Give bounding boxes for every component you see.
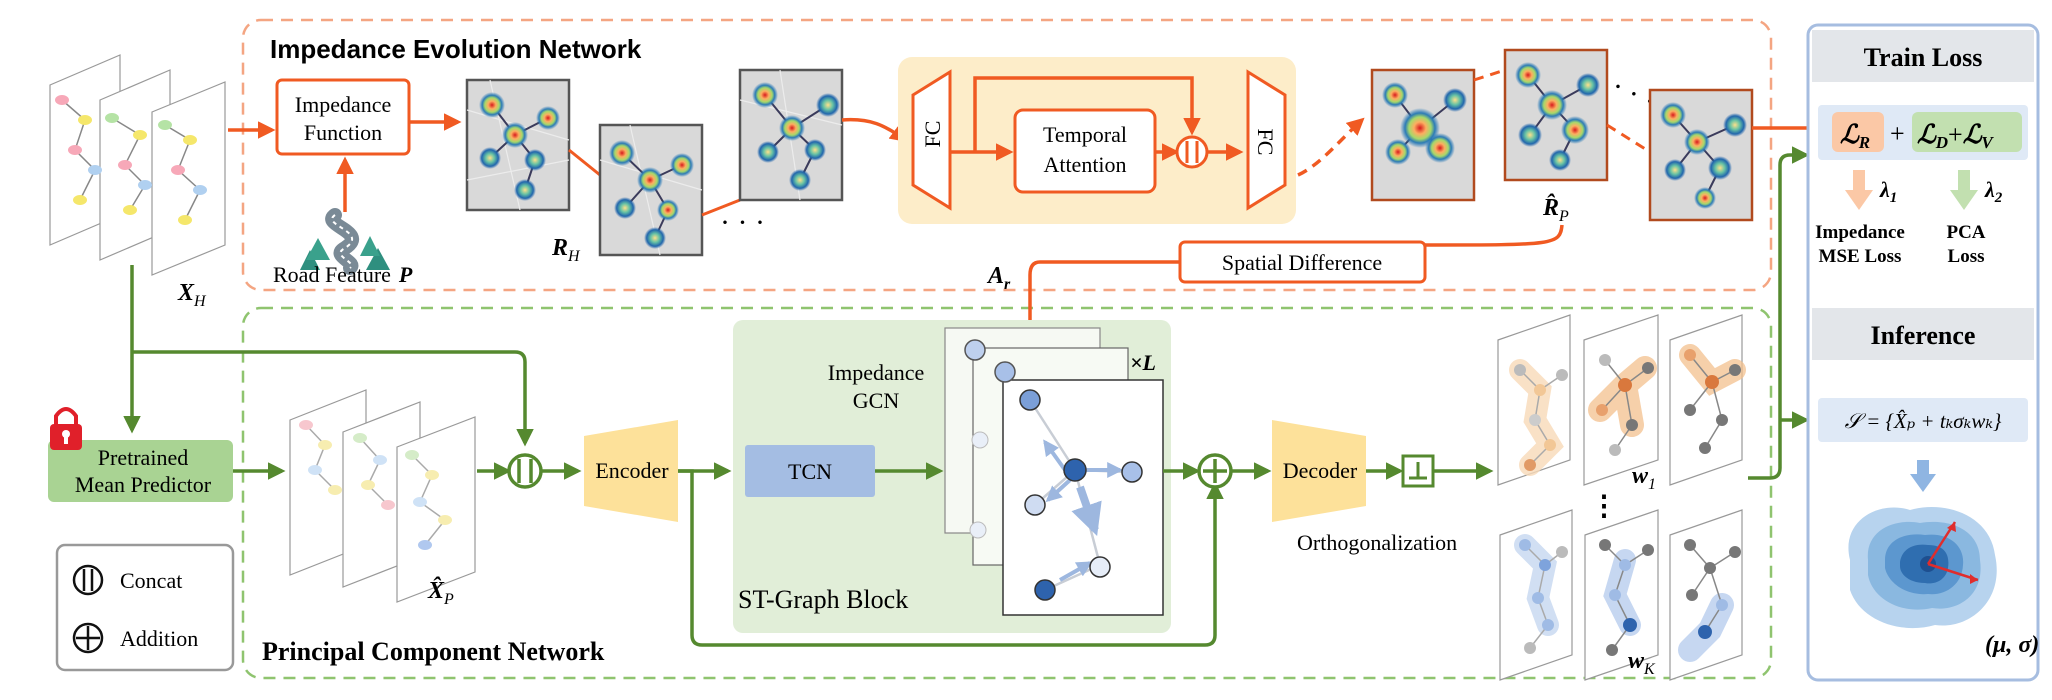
loss-plus: + <box>1890 119 1905 148</box>
temporal-attention-block: Temporal Attention <box>1013 108 1157 194</box>
fc-left-block: FC <box>911 69 952 211</box>
svg-text:TCN: TCN <box>788 459 832 484</box>
svg-text:Mean Predictor: Mean Predictor <box>75 472 212 497</box>
pca-loss-label: PCA <box>1946 222 1985 243</box>
st-block-label: ST-Graph Block <box>738 585 908 614</box>
arrow-encoder-residual <box>678 469 1224 647</box>
encoder-block: Encoder <box>584 420 678 522</box>
gcn-label: Impedance <box>828 360 925 385</box>
train-loss-title: Train Loss <box>1864 43 1983 72</box>
times-l-label: ×L <box>1130 350 1156 375</box>
input-graph-stack <box>49 54 226 276</box>
components-ellipsis: ⋮ <box>1590 491 1618 522</box>
pca-loss-label-2: Loss <box>1948 246 1985 267</box>
svg-text:ℒD+ℒV: ℒD+ℒV <box>1917 120 1994 152</box>
w1-label: w1 <box>1632 463 1656 493</box>
legend-concat-icon <box>72 564 104 596</box>
lambda2-arrow <box>1950 170 1978 210</box>
loss-r-term: ℒR <box>1832 112 1884 152</box>
heatmap-rh-3 <box>738 68 844 202</box>
legend-concat-label: Concat <box>120 568 182 593</box>
heatmap-rp-2 <box>1503 48 1609 182</box>
gcn-label-2: GCN <box>853 388 900 413</box>
component-wk-panels <box>1499 509 1743 681</box>
addition-operator <box>1197 453 1233 489</box>
impedance-loss-label: Impedance <box>1815 222 1905 243</box>
inference-header <box>1812 308 2034 360</box>
arrow-spatial-difference <box>1030 224 1564 345</box>
x-p-label: X̂P <box>427 577 454 608</box>
lock-icon <box>50 407 82 450</box>
inference-formula-bg <box>1818 398 2028 442</box>
svg-text:FC: FC <box>920 121 945 148</box>
mu-sigma-label: (μ, σ) <box>1985 632 2039 658</box>
fc-right-block: FC <box>1246 69 1287 211</box>
svg-text:Encoder: Encoder <box>595 458 669 483</box>
link-rp-2-3 <box>1606 123 1651 154</box>
decoder-block: Decoder <box>1272 420 1366 522</box>
lambda1-arrow <box>1845 170 1873 210</box>
arrow-fc-to-prediction <box>1297 117 1365 177</box>
xp-graph-stack <box>289 389 476 603</box>
heatmap-rh-2 <box>598 123 704 257</box>
impedance-loss-label-2: MSE Loss <box>1819 246 1902 267</box>
svg-text:Spatial Difference: Spatial Difference <box>1222 250 1382 275</box>
concat-operator-bottom <box>507 453 543 489</box>
heatmap-rp-1 <box>1370 68 1476 202</box>
svg-text:Pretrained: Pretrained <box>98 445 188 470</box>
tcn-block: TCN <box>745 445 875 497</box>
train-loss-header <box>1812 30 2034 82</box>
loss-dv-term: ℒD+ℒV <box>1912 112 2022 152</box>
spatial-difference-block: Spatial Difference <box>1178 240 1427 284</box>
lambda1-label: λ1 <box>1879 177 1897 206</box>
principal-network-title: Principal Component Network <box>262 637 605 666</box>
component-w1-panels <box>1497 314 1746 486</box>
legend-addition-label: Addition <box>120 626 198 651</box>
arrow-rh-to-fc <box>841 117 908 143</box>
orthogonalization-label: Orthogonalization <box>1297 530 1457 555</box>
svg-text:Temporal: Temporal <box>1043 122 1127 147</box>
inference-title: Inference <box>1871 321 1976 350</box>
svg-text:Impedance: Impedance <box>295 92 392 117</box>
arrow-components-to-right-panel <box>1748 146 1810 480</box>
r-h-label: RH <box>551 235 581 265</box>
svg-text:Attention: Attention <box>1043 152 1126 177</box>
impedance-function-block: Impedance Function <box>275 78 411 156</box>
r-p-label: R̂P <box>1542 194 1569 225</box>
heatmap-rp-3 <box>1648 88 1754 222</box>
impedance-network-title: Impedance Evolution Network <box>270 34 642 64</box>
lambda2-label: λ2 <box>1984 177 2003 206</box>
principal-network-panel <box>241 306 1773 680</box>
concat-operator-top <box>1175 135 1209 169</box>
inference-down-arrow <box>1910 460 1936 492</box>
svg-text:ℒR: ℒR <box>1840 120 1870 152</box>
pretrained-mean-predictor: Pretrained Mean Predictor <box>48 440 233 502</box>
road-feature-icon <box>300 208 390 275</box>
orthogonalization-icon <box>1401 454 1435 488</box>
arrow-skip-connection <box>973 76 1201 152</box>
link-rh-2-3 <box>701 198 741 217</box>
svg-text:FC: FC <box>1253 129 1278 156</box>
inference-formula: 𝒮 = {X̂ₚ + tₖσₖwₖ} <box>1845 409 2002 433</box>
impedance-network-panel <box>241 18 1773 292</box>
heatmap-rh-1 <box>465 78 571 212</box>
link-rp-1-2 <box>1473 68 1506 82</box>
arrow-input-to-concat <box>132 350 534 447</box>
link-rh-1-2 <box>568 148 601 177</box>
a-r-label: Ar <box>986 263 1011 293</box>
legend-box: Concat Addition <box>55 543 235 672</box>
svg-text:Function: Function <box>304 120 382 145</box>
wk-label: wK <box>1628 648 1656 678</box>
distribution-contour <box>1848 507 1997 629</box>
svg-text:Decoder: Decoder <box>1283 458 1358 483</box>
legend-addition-icon <box>72 622 104 654</box>
x-h-label: XH <box>177 280 207 310</box>
ellipsis-rh: · · · <box>720 206 765 239</box>
gcn-layer-stack <box>944 327 1164 616</box>
